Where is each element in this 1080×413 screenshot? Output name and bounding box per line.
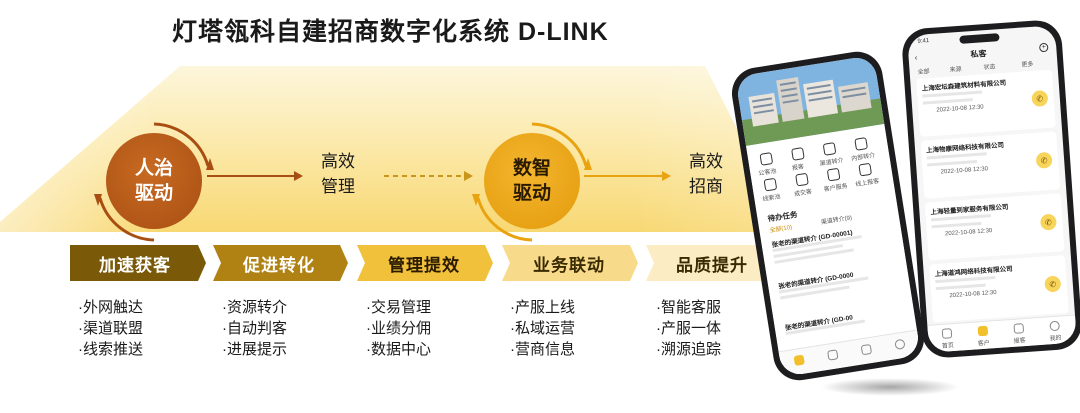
profile-tab-icon[interactable] (1049, 320, 1061, 332)
filter-source[interactable]: 来源 (949, 66, 962, 74)
customer-card[interactable]: 上海宏坛森建筑材料有限公司 2022-10-08 12:30 ✆ (916, 69, 1056, 137)
card-date: 2022-10-08 12:30 (940, 166, 989, 176)
feature-item: ·进展提示 (222, 341, 287, 358)
stage-convert: 促进转化 (243, 255, 315, 275)
node-manual-drive: 人治 驱动 (106, 133, 202, 229)
filter-more[interactable]: 更多 (1021, 61, 1034, 69)
feature-item: ·自动判客 (222, 320, 287, 337)
nav-label: 客户 (977, 340, 990, 348)
card-date: 2022-10-08 12:30 (949, 289, 997, 300)
back-icon[interactable]: ‹ (914, 52, 918, 63)
filter-status[interactable]: 状态 (983, 64, 996, 72)
stage-acquire: 加速获客 (99, 255, 171, 275)
company-name: 上海道鸿网络科技有限公司 (934, 265, 1013, 279)
company-name: 上海轻量到家服务有限公司 (930, 203, 1009, 217)
feature-item: ·私域运营 (510, 320, 575, 337)
feature-item: ·智能客服 (656, 299, 721, 316)
card-line (922, 98, 973, 105)
feature-list-quality: ·智能客服 ·产服一体 ·溯源追踪 (656, 297, 721, 360)
card-line (927, 159, 978, 167)
feature-item: ·线索推送 (78, 341, 143, 358)
feature-item: ·产服一体 (656, 320, 721, 337)
lead-icon[interactable] (763, 177, 778, 192)
customer-card[interactable]: 上海道鸿网络科技有限公司 2022-10-08 12:30 ✆ (929, 255, 1069, 323)
customer-tab-icon[interactable] (977, 325, 989, 337)
node-smart-drive-label: 数智 驱动 (512, 158, 551, 204)
company-name: 上海宏坛森建筑材料有限公司 (921, 79, 1007, 93)
feature-item: ·业绩分佣 (366, 320, 431, 337)
phone-mockup-customers: 9:41 私客 ‹ + 全部 来源 状态 更多 上海宏坛森建筑材料有限公司 20… (900, 18, 1080, 360)
pool-icon[interactable] (759, 152, 774, 166)
card-line (931, 221, 982, 229)
cycle-ring-right (472, 122, 592, 242)
phone-shadow (820, 378, 960, 396)
building-banner (735, 54, 885, 146)
grid-label: 报客 (791, 164, 805, 172)
add-icon[interactable]: + (1038, 42, 1049, 53)
screen-header: 私客 (970, 49, 987, 60)
feature-list-manage: ·交易管理 ·业绩分佣 ·数据中心 (366, 297, 431, 360)
card-date: 2022-10-08 12:30 (944, 228, 993, 238)
company-name: 上海物康网络科技有限公司 (925, 142, 1005, 155)
home-tab-icon[interactable] (941, 328, 953, 339)
nav-label: 我的 (1049, 335, 1062, 343)
phone-home-screen: 公客池 报客 渠道转介 内部转介 线索池 成交客 客户服务 线上报客 待办任务 … (735, 54, 921, 378)
call-icon[interactable]: ✆ (1031, 89, 1049, 107)
call-icon[interactable]: ✆ (1035, 151, 1053, 169)
feature-list-convert: ·资源转介 ·自动判客 ·进展提示 (222, 297, 287, 360)
node-manual-drive-label: 人治 驱动 (134, 158, 173, 204)
page-title: 灯塔瓴科自建招商数字化系统 D-LINK (172, 18, 609, 46)
customer-card[interactable]: 上海轻量到家服务有限公司 2022-10-08 12:30 ✆ (924, 193, 1065, 261)
feature-item: ·交易管理 (366, 299, 431, 316)
feature-item: ·资源转介 (222, 299, 287, 316)
phone-notch (959, 33, 1000, 44)
online-report-icon[interactable] (858, 162, 873, 177)
nav-label: 首页 (941, 343, 955, 350)
internal-icon[interactable] (854, 137, 868, 151)
phone-mockup-home: 公客池 报客 渠道转介 内部转介 线索池 成交客 客户服务 线上报客 待办任务 … (728, 48, 928, 384)
cycle-ring-left (94, 122, 214, 242)
card-date: 2022-10-08 12:30 (936, 104, 984, 114)
customer-card[interactable]: 上海物康网络科技有限公司 2022-10-08 12:30 ✆ (920, 131, 1061, 199)
customer-tab-icon[interactable] (827, 349, 839, 361)
status-time: 9:41 (917, 38, 930, 45)
stage-manage: 管理提效 (388, 255, 460, 275)
feature-item: ·产服上线 (510, 299, 575, 316)
home-tab-icon[interactable] (793, 354, 805, 366)
node-efficient-management: 高效 管理 (321, 152, 355, 196)
service-icon[interactable] (826, 167, 841, 182)
feature-item: ·数据中心 (366, 341, 431, 358)
call-icon[interactable]: ✆ (1044, 275, 1062, 293)
feature-item: ·渠道联盟 (78, 320, 143, 337)
report-icon[interactable] (791, 147, 805, 161)
feature-item: ·外网触达 (78, 299, 143, 316)
feature-list-linkage: ·产服上线 ·私域运营 ·营商信息 (510, 297, 575, 360)
card-line (935, 283, 986, 291)
node-efficient-investment: 高效 招商 (689, 152, 723, 196)
feature-list-acquire: ·外网触达 ·渠道联盟 ·线索推送 (78, 297, 143, 360)
feature-item: ·溯源追踪 (656, 341, 721, 358)
deal-icon[interactable] (795, 172, 809, 187)
report-tab-icon[interactable] (1013, 323, 1025, 334)
phone-customer-screen: 9:41 私客 ‹ + 全部 来源 状态 更多 上海宏坛森建筑材料有限公司 20… (907, 25, 1077, 353)
report-tab-icon[interactable] (860, 343, 873, 356)
stage-linkage: 业务联动 (533, 255, 605, 275)
call-icon[interactable]: ✆ (1039, 213, 1057, 231)
channel-icon[interactable] (822, 142, 837, 156)
profile-tab-icon[interactable] (894, 338, 906, 351)
stage-quality: 品质提升 (676, 255, 748, 275)
filter-all[interactable]: 全部 (917, 69, 930, 76)
node-smart-drive: 数智 驱动 (484, 133, 580, 229)
nav-label: 报客 (1013, 338, 1026, 345)
feature-item: ·营商信息 (510, 341, 575, 358)
